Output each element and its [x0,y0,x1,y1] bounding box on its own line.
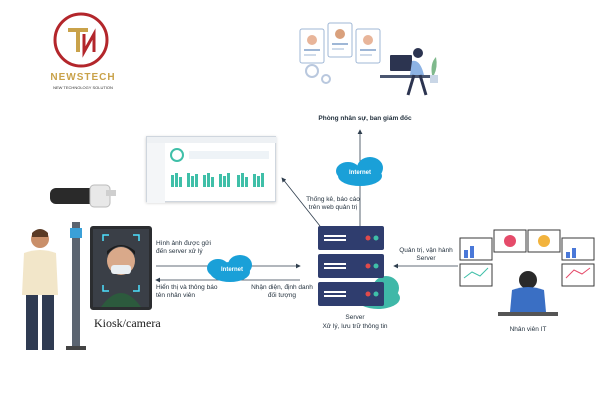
label-admin: Quản trị, vận hành Server [399,247,453,262]
label-display-name: Hiển thị và thông báo tên nhân viên [156,284,218,299]
face-scan-icon [93,229,149,307]
cloud-left-label: Internet [220,267,243,273]
logo-tagline: NEW TECHNOLOGY SOLUTION [53,85,113,90]
logo-mark-icon [53,12,109,68]
cloud-top-label: Internet [348,170,371,176]
server-title: Server [345,314,365,321]
label-send-image: Hình ảnh được gửi đến server xử lý [156,240,211,255]
label-identify: Nhận diện, định danh đối tượng [251,284,313,299]
kiosk-label: Kiosk/camera [94,316,161,330]
server-subtitle: Xử lý, lưu trữ thông tin [322,323,388,330]
logo: NEWSTECH NEW TECHNOLOGY SOLUTION [38,8,128,94]
kiosk-stand-icon [66,222,86,350]
person-icon [22,229,58,350]
it-label: Nhân viên IT [509,326,547,333]
logo-brand: NEWSTECH [50,72,116,83]
kiosk-screen [90,226,152,310]
dashboard-preview [146,136,277,203]
it-workstation-icon [459,229,595,316]
hr-label: Phòng nhân sự, ban giám đốc [318,115,412,122]
label-stats: Thống kê, báo cáo trên web quản trị [306,196,360,211]
camera-icon [50,184,116,208]
hr-illustration [290,15,440,110]
server-icon [318,226,384,306]
